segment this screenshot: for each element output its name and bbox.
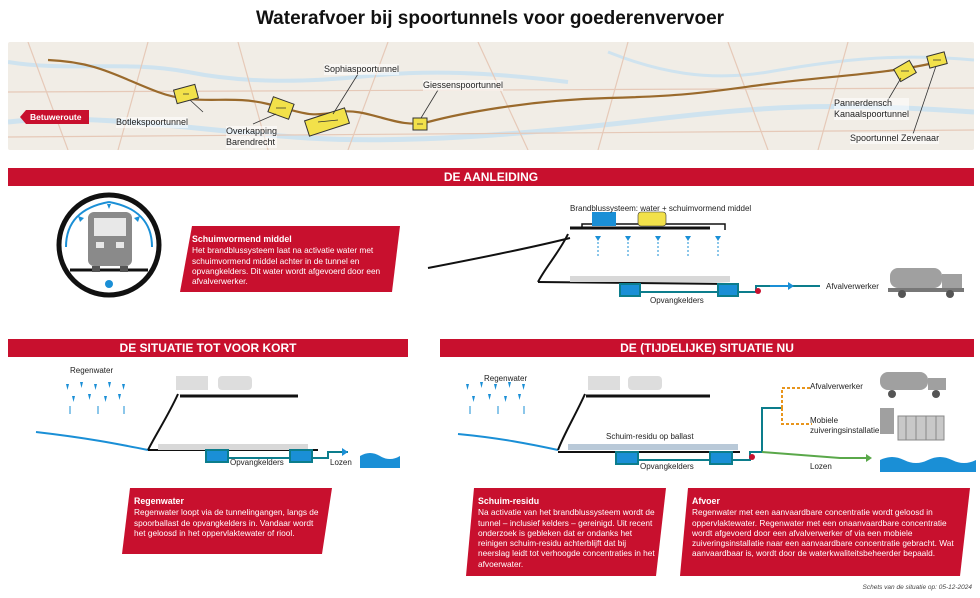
valve-icon (749, 454, 755, 460)
map-label-giessen: Giessenspoortunnel (423, 80, 504, 91)
label-lozen-1: Lozen (330, 458, 352, 467)
foam-tank-icon (637, 211, 667, 227)
label-afvalverwerker-2: Afvalverwerker (810, 382, 863, 391)
label-opvangkelders-2: Opvangkelders (230, 458, 284, 467)
label-opvangkelders-3: Opvangkelders (640, 462, 694, 471)
section-header-tot-kort: DE SITUATIE TOT VOOR KORT (8, 339, 408, 357)
info-box-text: Het brandblussysteem laat na activatie w… (192, 245, 381, 287)
tanker-truck-icon (888, 268, 964, 298)
label-opvangkelders-1: Opvangkelders (650, 296, 704, 305)
info-box-afvoer: Afvoer Regenwater met een aanvaardbare c… (680, 488, 970, 576)
info-box-schuim-residu: Schuim-residu Na activatie van het brand… (466, 488, 666, 576)
rain-icon (466, 382, 525, 402)
diagram-aanleiding (427, 211, 964, 298)
info-box-text: Na activatie van het brandblussysteem wo… (478, 507, 655, 569)
info-box-title: Schuim-residu (478, 496, 540, 506)
tunnel-markers (172, 51, 948, 137)
label-regenwater-1: Regenwater (70, 366, 114, 375)
tunnel-cross-section-icon (56, 192, 162, 298)
label-regenwater-2: Regenwater (484, 374, 528, 383)
route-label: Betuweroute (20, 110, 90, 124)
tanker-truck-icon (880, 372, 946, 398)
footnote: Schets van de situatie op: 05-12-2024 (862, 584, 973, 591)
page-title: Waterafvoer bij spoortunnels voor goeder… (255, 8, 725, 29)
label-schuim-residu: Schuim-residu op ballast (606, 432, 694, 441)
info-box-regenwater: Regenwater Regenwater loopt via de tunne… (122, 488, 332, 554)
diagram-nu (457, 372, 976, 472)
info-box-text: Regenwater loopt via de tunnelingangen, … (134, 507, 319, 538)
label-afvalverwerker-1: Afvalverwerker (826, 282, 879, 291)
valve-icon (755, 288, 761, 294)
section-header-aanleiding: DE AANLEIDING (8, 168, 974, 186)
water-body-icon (360, 453, 400, 468)
info-box-title: Schuimvormend middel (192, 234, 292, 244)
map-label-sophia: Sophiaspoortunnel (324, 64, 400, 75)
map-label-zevenaar: Spoortunnel Zevenaar (850, 133, 940, 144)
mobile-treatment-unit-icon (880, 408, 945, 441)
diagram-tot-kort (35, 376, 400, 468)
info-box-text: Regenwater met een aanvaardbare concentr… (692, 507, 954, 559)
water-tank-icon (592, 212, 616, 226)
section-header-nu: DE (TIJDELIJKE) SITUATIE NU (440, 339, 974, 357)
info-box-title: Afvoer (692, 496, 720, 506)
route-map: Betuweroute Botlekspoortunnel Overkappin… (8, 42, 974, 150)
tunnel-marker-sophia (303, 107, 351, 137)
info-box-title: Regenwater (134, 496, 184, 506)
label-lozen-2: Lozen (810, 462, 832, 471)
water-body-icon (880, 457, 976, 472)
label-brandblussysteem: Brandblussysteem: water + schuimvormend … (570, 204, 752, 213)
rain-icon (66, 382, 125, 402)
info-box-schuimvormend: Schuimvormend middel Het brandblussystee… (180, 226, 400, 292)
map-label-botlek: Botlekspoortunnel (116, 117, 189, 128)
